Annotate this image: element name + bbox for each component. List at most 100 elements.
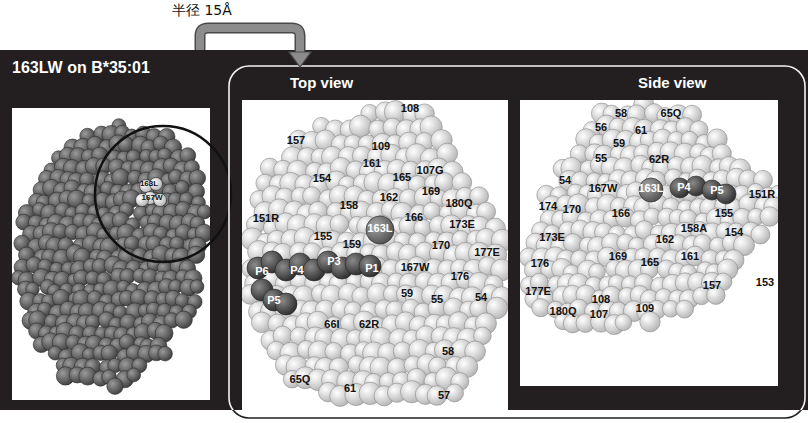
residue-label: 66I bbox=[324, 318, 339, 330]
residue-label: P3 bbox=[327, 255, 340, 267]
residue-label: 151R bbox=[749, 188, 775, 200]
molecule bbox=[520, 100, 778, 335]
sphere bbox=[349, 115, 371, 137]
arrow-shaft bbox=[200, 28, 300, 54]
sphere bbox=[158, 346, 173, 361]
residue-label: P5 bbox=[267, 294, 280, 306]
residue-label: 59 bbox=[401, 287, 413, 299]
residue-label: 107 bbox=[590, 308, 608, 320]
residue-label: P6 bbox=[255, 265, 268, 277]
residue-label: 173E bbox=[449, 218, 475, 230]
arrow-head bbox=[289, 52, 311, 67]
residue-label: 56 bbox=[595, 121, 607, 133]
residue-label: 57 bbox=[438, 389, 450, 401]
image-box bbox=[242, 100, 508, 410]
residue-label: 170 bbox=[563, 203, 581, 215]
sphere bbox=[107, 378, 123, 394]
sphere bbox=[640, 312, 660, 332]
rounded-frame bbox=[229, 66, 805, 418]
residue-label: P4 bbox=[677, 181, 690, 193]
residue-label: 167W bbox=[589, 182, 618, 194]
residue-label: 180Q bbox=[550, 305, 577, 317]
residue-label: 180Q bbox=[446, 197, 473, 209]
residue-label: 167W bbox=[142, 193, 163, 202]
residue-label: 163L bbox=[638, 182, 663, 194]
sphere bbox=[359, 255, 381, 277]
residue-label: 59 bbox=[613, 137, 625, 149]
arrow-shaft bbox=[200, 28, 300, 54]
residue-label: 108 bbox=[592, 293, 610, 305]
sphere bbox=[760, 207, 778, 227]
molecule bbox=[12, 119, 210, 395]
residue-label: 161 bbox=[363, 157, 381, 169]
sphere bbox=[563, 234, 582, 253]
residue-label: 170 bbox=[432, 239, 450, 251]
residue-label: 177E bbox=[474, 246, 500, 258]
residue-label: 174 bbox=[539, 200, 557, 212]
sphere bbox=[639, 178, 663, 202]
residue-label: 62R bbox=[359, 318, 379, 330]
residue-label: 55 bbox=[431, 293, 443, 305]
residue-label: 169 bbox=[609, 250, 627, 262]
residue-label: 161 bbox=[681, 250, 699, 262]
residue-label: 169 bbox=[422, 185, 440, 197]
sphere bbox=[366, 216, 394, 244]
sphere bbox=[676, 300, 694, 318]
residue-label: P1 bbox=[365, 262, 378, 274]
residue-label: P4 bbox=[290, 264, 303, 276]
sphere bbox=[670, 178, 690, 198]
residue-label: 61 bbox=[344, 382, 356, 394]
panel-title: Top view bbox=[290, 74, 353, 91]
residue-label: 158A bbox=[681, 222, 707, 234]
residue-label: 109 bbox=[372, 140, 390, 152]
panel: Top view bbox=[242, 68, 508, 410]
residue-label: 162 bbox=[380, 191, 398, 203]
residue-label: 61 bbox=[635, 124, 647, 136]
residue-label: 157 bbox=[287, 134, 305, 146]
lens-circle bbox=[95, 126, 231, 262]
panel: 163LW on B*35:01 bbox=[0, 50, 228, 410]
sphere bbox=[532, 299, 550, 317]
residue-label: 58 bbox=[442, 345, 454, 357]
residue-label: 154 bbox=[725, 226, 743, 238]
edge-label: 半径 15Å bbox=[170, 2, 234, 19]
residue-label: 176 bbox=[451, 270, 469, 282]
residue-label: 108 bbox=[401, 102, 419, 114]
residue-label: 166 bbox=[612, 207, 630, 219]
residue-label: 165 bbox=[641, 256, 659, 268]
residue-label: 157 bbox=[703, 279, 721, 291]
residue-label: 155 bbox=[314, 230, 332, 242]
residue-label: 163L bbox=[367, 222, 392, 234]
residue-label: 55 bbox=[595, 152, 607, 164]
molecule bbox=[242, 101, 508, 407]
rounded-frame bbox=[229, 66, 805, 410]
residue-label: 176 bbox=[531, 257, 549, 269]
panel-title: Side view bbox=[638, 74, 706, 91]
residue-label: 54 bbox=[559, 174, 571, 186]
residue-label: 65Q bbox=[290, 373, 311, 385]
residue-label: 159 bbox=[343, 238, 361, 250]
residue-label: 162 bbox=[656, 233, 674, 245]
sphere bbox=[175, 311, 192, 328]
residue-label: 107G bbox=[417, 164, 444, 176]
residue-label: 158 bbox=[340, 199, 358, 211]
residue-label: 155 bbox=[715, 207, 733, 219]
panel-title: 163LW on B*35:01 bbox=[12, 59, 150, 77]
residue-label: 153 bbox=[756, 276, 774, 288]
sphere bbox=[127, 368, 141, 382]
residue-label: 166 bbox=[405, 211, 423, 223]
residue-label: 62R bbox=[649, 153, 669, 165]
residue-label: 54 bbox=[475, 291, 487, 303]
curved-arrow bbox=[200, 28, 311, 67]
residue-label: P5 bbox=[710, 184, 723, 196]
sphere bbox=[190, 280, 204, 294]
residue-label: 65Q bbox=[661, 107, 682, 119]
residue-label: 154 bbox=[313, 172, 331, 184]
residue-label: 173E bbox=[539, 231, 565, 243]
residue-label: 167W bbox=[401, 261, 430, 273]
residue-label: 165 bbox=[393, 171, 411, 183]
residue-label: 151R bbox=[253, 212, 279, 224]
image-box bbox=[520, 100, 778, 386]
residue-label: 177E bbox=[525, 285, 551, 297]
residue-label: 58 bbox=[615, 107, 627, 119]
